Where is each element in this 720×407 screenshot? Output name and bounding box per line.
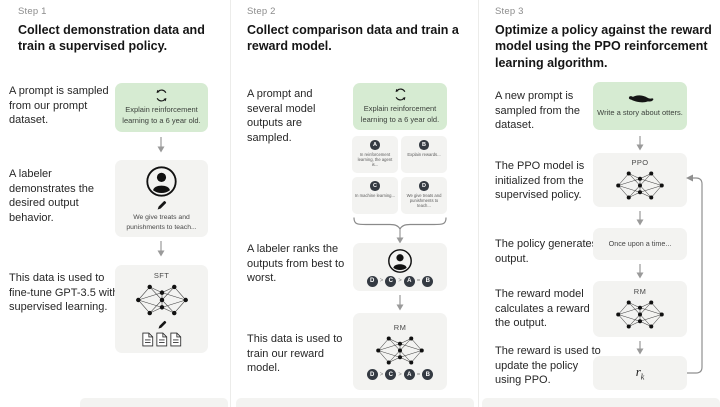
rank-circle: C [385,275,397,287]
rank-separator: > [398,278,402,284]
policy-output-box: Once upon a time... [593,228,687,260]
person-icon [388,248,412,273]
output-card-c: C In machine learning... [352,177,398,214]
arrow-down-icon [636,211,644,226]
neural-network-icon [376,336,424,365]
ranking-row: D > C > A = B [366,369,434,380]
prompt-box-step2: Explain reinforcement learning to a 6 ye… [353,83,447,130]
cropped-row-strip [80,398,228,407]
cropped-row-strip [482,398,720,407]
rank-separator: = [416,278,421,284]
rank-circle: A [403,369,415,380]
rank-separator: > [398,371,402,378]
arrow-down-icon [636,341,644,355]
output-letter: C [370,181,380,191]
sft-model-box: SFT [115,265,208,353]
step-2-label: Step 2 [247,6,276,17]
rank-separator: = [416,371,421,378]
arrow-down-icon [636,264,644,279]
step-2-caption-ranks: A labeler ranks the outputs from best to… [247,243,345,285]
step-3-caption-ppo: The PPO model is initialized from the su… [495,160,585,202]
rank-circle: B [422,369,434,380]
output-letter: B [419,140,429,150]
prompt-text-step1: Explain reinforcement learning to a 6 ye… [122,105,201,125]
step-3-caption-update: The reward is used to update the policy … [495,345,601,387]
refresh-cycle-icon [156,89,167,102]
output-letter: D [419,181,429,191]
step-3-caption-prompt: A new prompt is sampled from the dataset… [495,90,580,132]
feedback-loop-arrow-icon [686,174,703,374]
sft-label: SFT [153,271,170,280]
step-2-caption-train: This data is used to train our reward mo… [247,333,343,375]
step-3-label: Step 3 [495,6,524,17]
output-letter: A [370,140,380,150]
rank-circle: B [422,275,434,287]
otter-icon [628,95,653,103]
step-2-title: Collect comparison data and train a rewa… [247,23,459,54]
step-1-title: Collect demonstration data and train a s… [18,23,205,54]
step-2-caption-sampled: A prompt and several model outputs are s… [247,88,316,144]
step-3-caption-output: The policy generates an output. [495,238,613,265]
rank-separator: > [379,371,384,378]
arrow-down-icon [396,295,404,311]
step-1-caption-finetune: This data is used to fine-tune GPT-3.5 w… [9,272,119,314]
output-card-a: A In reinforcement learning, the agent i… [352,136,398,173]
policy-output-text: Once upon a time... [608,239,672,249]
neural-network-icon [616,300,664,329]
column-divider [230,0,231,407]
rm-label: RM [393,323,407,332]
rank-circle: C [385,369,397,380]
reward-value-box: rk [593,356,687,390]
documents-icon [141,332,182,347]
output-text: We give treats and punishments to teach.… [406,192,442,209]
rank-separator: > [379,278,384,284]
rank-circle: A [403,275,415,287]
step-1-caption-prompt: A prompt is sampled from our prompt data… [9,85,109,127]
output-text: Explain rewards... [407,151,441,157]
pencil-icon [157,201,167,210]
output-card-b: B Explain rewards... [401,136,447,173]
arrow-down-icon [396,229,404,244]
labeler-demo-text: We give treats and punishments to teach.… [126,214,197,231]
rm-label: RM [633,287,647,296]
refresh-cycle-icon [395,88,405,101]
cropped-row-strip [236,398,474,407]
ppo-model-box: PPO [593,153,687,207]
prompt-box-step1: Explain reinforcement learning to a 6 ye… [115,83,208,132]
rank-circle: D [366,369,378,380]
ppo-label: PPO [631,158,649,167]
neural-network-icon [135,284,188,316]
ranking-row: D > C > A = B [366,275,434,287]
labeler-box-step2: D > C > A = B [353,243,447,291]
column-divider [478,0,479,407]
prompt-box-step3: Write a story about otters. [593,82,687,130]
output-text: In machine learning... [354,192,396,198]
rm-model-box-step2: RM D > C > A [353,313,447,390]
person-icon [146,166,177,197]
arrow-down-icon [157,241,165,257]
rank-circle: D [366,275,378,287]
prompt-text-step2: Explain reinforcement learning to a 6 ye… [360,104,440,124]
neural-network-icon [616,171,664,200]
step-1-caption-labeler: A labeler demonstrates the desired outpu… [9,168,94,224]
step-1-label: Step 1 [18,6,47,17]
arrow-down-icon [636,136,644,151]
rm-model-box-step3: RM [593,281,687,337]
output-card-d: D We give treats and punishments to teac… [401,177,447,214]
reward-symbol: rk [635,364,645,382]
step-3-title: Optimize a policy against the reward mod… [495,23,712,70]
prompt-text-step3: Write a story about otters. [597,108,683,118]
labeler-box-step1: We give treats and punishments to teach.… [115,160,208,237]
step-3-caption-reward: The reward model calculates a reward for… [495,288,606,330]
output-text: In reinforcement learning, the agent is.… [357,151,393,168]
arrow-down-icon [157,137,165,153]
pencil-icon [158,320,166,329]
